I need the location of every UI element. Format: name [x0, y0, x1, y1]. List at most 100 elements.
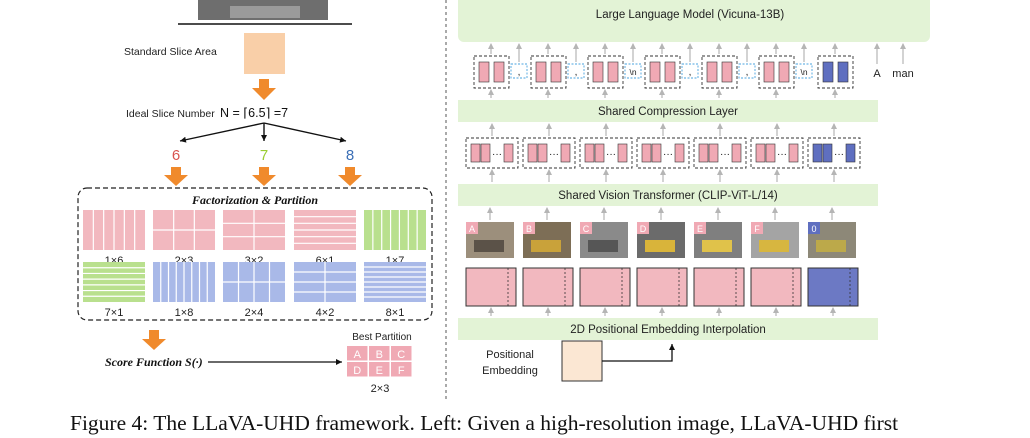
slice-compressed-group: ···: [465, 123, 519, 182]
compressed-token: [560, 143, 571, 163]
compression-label: Shared Compression Layer: [598, 106, 738, 118]
visual-token: [535, 61, 547, 83]
slice-embedding: [579, 267, 631, 316]
slice-photo: C: [580, 207, 628, 258]
slice-token-group: [530, 43, 567, 98]
slice-tag: [523, 222, 535, 234]
photo-detail: [816, 240, 846, 252]
photo-detail: [759, 240, 789, 252]
global-token-group: [817, 43, 854, 98]
compressed-token: [537, 143, 548, 163]
slice-tag-label: D: [640, 224, 647, 234]
token-group-frame: [522, 137, 576, 169]
figure-caption: Figure 4: The LLaVA-UHD framework. Left:…: [70, 411, 899, 435]
visual-token: [592, 61, 604, 83]
token-group-frame: [750, 137, 804, 169]
visual-token: [550, 61, 562, 83]
pos-embedding-label-line1: Positional: [486, 349, 534, 361]
partition-cell: [364, 210, 426, 250]
compressed-token: [788, 143, 799, 163]
visual-token: [649, 61, 661, 83]
token-group-frame: [693, 137, 747, 169]
separator-frame: [510, 63, 528, 79]
embedding-square: [807, 267, 859, 307]
slice-embedding: [522, 267, 574, 316]
separator-token: ,: [738, 43, 756, 79]
partition-label: 4×2: [316, 307, 335, 319]
partition-1x6: 1×6: [83, 210, 145, 267]
compressed-token-row: ·····················: [465, 123, 861, 182]
best-partition-cell: [369, 362, 390, 377]
best-partition-cell: [391, 346, 412, 361]
separator-frame: [681, 63, 699, 79]
best-partition-cell: [391, 362, 412, 377]
ellipsis: ···: [777, 149, 787, 160]
slice-compressed-group: ···: [522, 123, 576, 182]
compressed-token: [708, 143, 719, 163]
separator-token: \n: [795, 43, 813, 79]
branch-arrow-right: [263, 122, 347, 143]
embedding-square: [750, 267, 802, 307]
slice-token-group: [701, 43, 738, 98]
visual-token: [837, 61, 849, 83]
slice-token-group: [473, 43, 510, 98]
token-group-frame: [530, 55, 567, 89]
slice-tag: [694, 222, 706, 234]
visual-token: [607, 61, 619, 83]
compressed-token: [731, 143, 742, 163]
visual-token: [763, 61, 775, 83]
separator-frame: [795, 63, 813, 79]
partition-6x1: 6×1: [294, 210, 356, 267]
vit-label: Shared Vision Transformer (CLIP-ViT-L/14…: [558, 190, 778, 202]
slice-tag-label: B: [526, 224, 532, 234]
pos-interp-band: [458, 318, 878, 340]
token-group-frame: [644, 55, 681, 89]
slice-photo: D: [637, 207, 685, 258]
orange-arrows-row: [164, 167, 362, 186]
separator-label: ,: [689, 67, 692, 78]
slice-tag: [466, 222, 478, 234]
separator-label: ,: [746, 67, 749, 78]
separator-frame: [738, 63, 756, 79]
slice-tag-label: A: [469, 224, 475, 234]
slice-compressed-group: ···: [636, 123, 690, 182]
slice-embedding: [693, 267, 745, 316]
slice-tag: [637, 222, 649, 234]
llm-label: Large Language Model (Vicuna-13B): [596, 9, 785, 21]
partition-cell: [83, 262, 145, 302]
slice-token-group: [644, 43, 681, 98]
car-shape: [230, 6, 300, 18]
embedding-square: [522, 267, 574, 307]
candidate-7: 7: [260, 147, 268, 164]
ellipsis: ···: [834, 149, 844, 160]
slice-photo: F: [751, 207, 799, 258]
photo-detail: [474, 240, 504, 252]
best-partition-cell: [369, 346, 390, 361]
separator-label: \n: [629, 67, 636, 77]
compressed-token: [584, 143, 595, 163]
compression-band: [458, 100, 878, 122]
candidate-6: 6: [172, 147, 180, 164]
token-group-frame: [758, 55, 795, 89]
token-group-frame: [636, 137, 690, 169]
formula-text: N = ⌈6.5⌉ =7: [220, 106, 288, 120]
ellipsis: ···: [720, 149, 730, 160]
left-panel: Standard Slice Area Ideal Slice Number N…: [77, 0, 433, 395]
embedding-square: [579, 267, 631, 307]
best-partition-cell: [347, 346, 368, 361]
embedding-square: [636, 267, 688, 307]
visual-token: [721, 61, 733, 83]
orange-arrow-score: [142, 330, 166, 350]
compressed-token: [822, 143, 833, 163]
output-token-man: man: [892, 68, 913, 80]
token-group-frame: [465, 137, 519, 169]
llm-band: [458, 0, 930, 42]
slice-photo: A: [466, 207, 514, 258]
visual-token: [493, 61, 505, 83]
llm-token-row: ,,\n,,\n: [473, 43, 906, 98]
token-group-frame: [587, 55, 624, 89]
ellipsis: ···: [663, 149, 673, 160]
compressed-token: [594, 143, 605, 163]
token-group-frame: [807, 137, 861, 169]
